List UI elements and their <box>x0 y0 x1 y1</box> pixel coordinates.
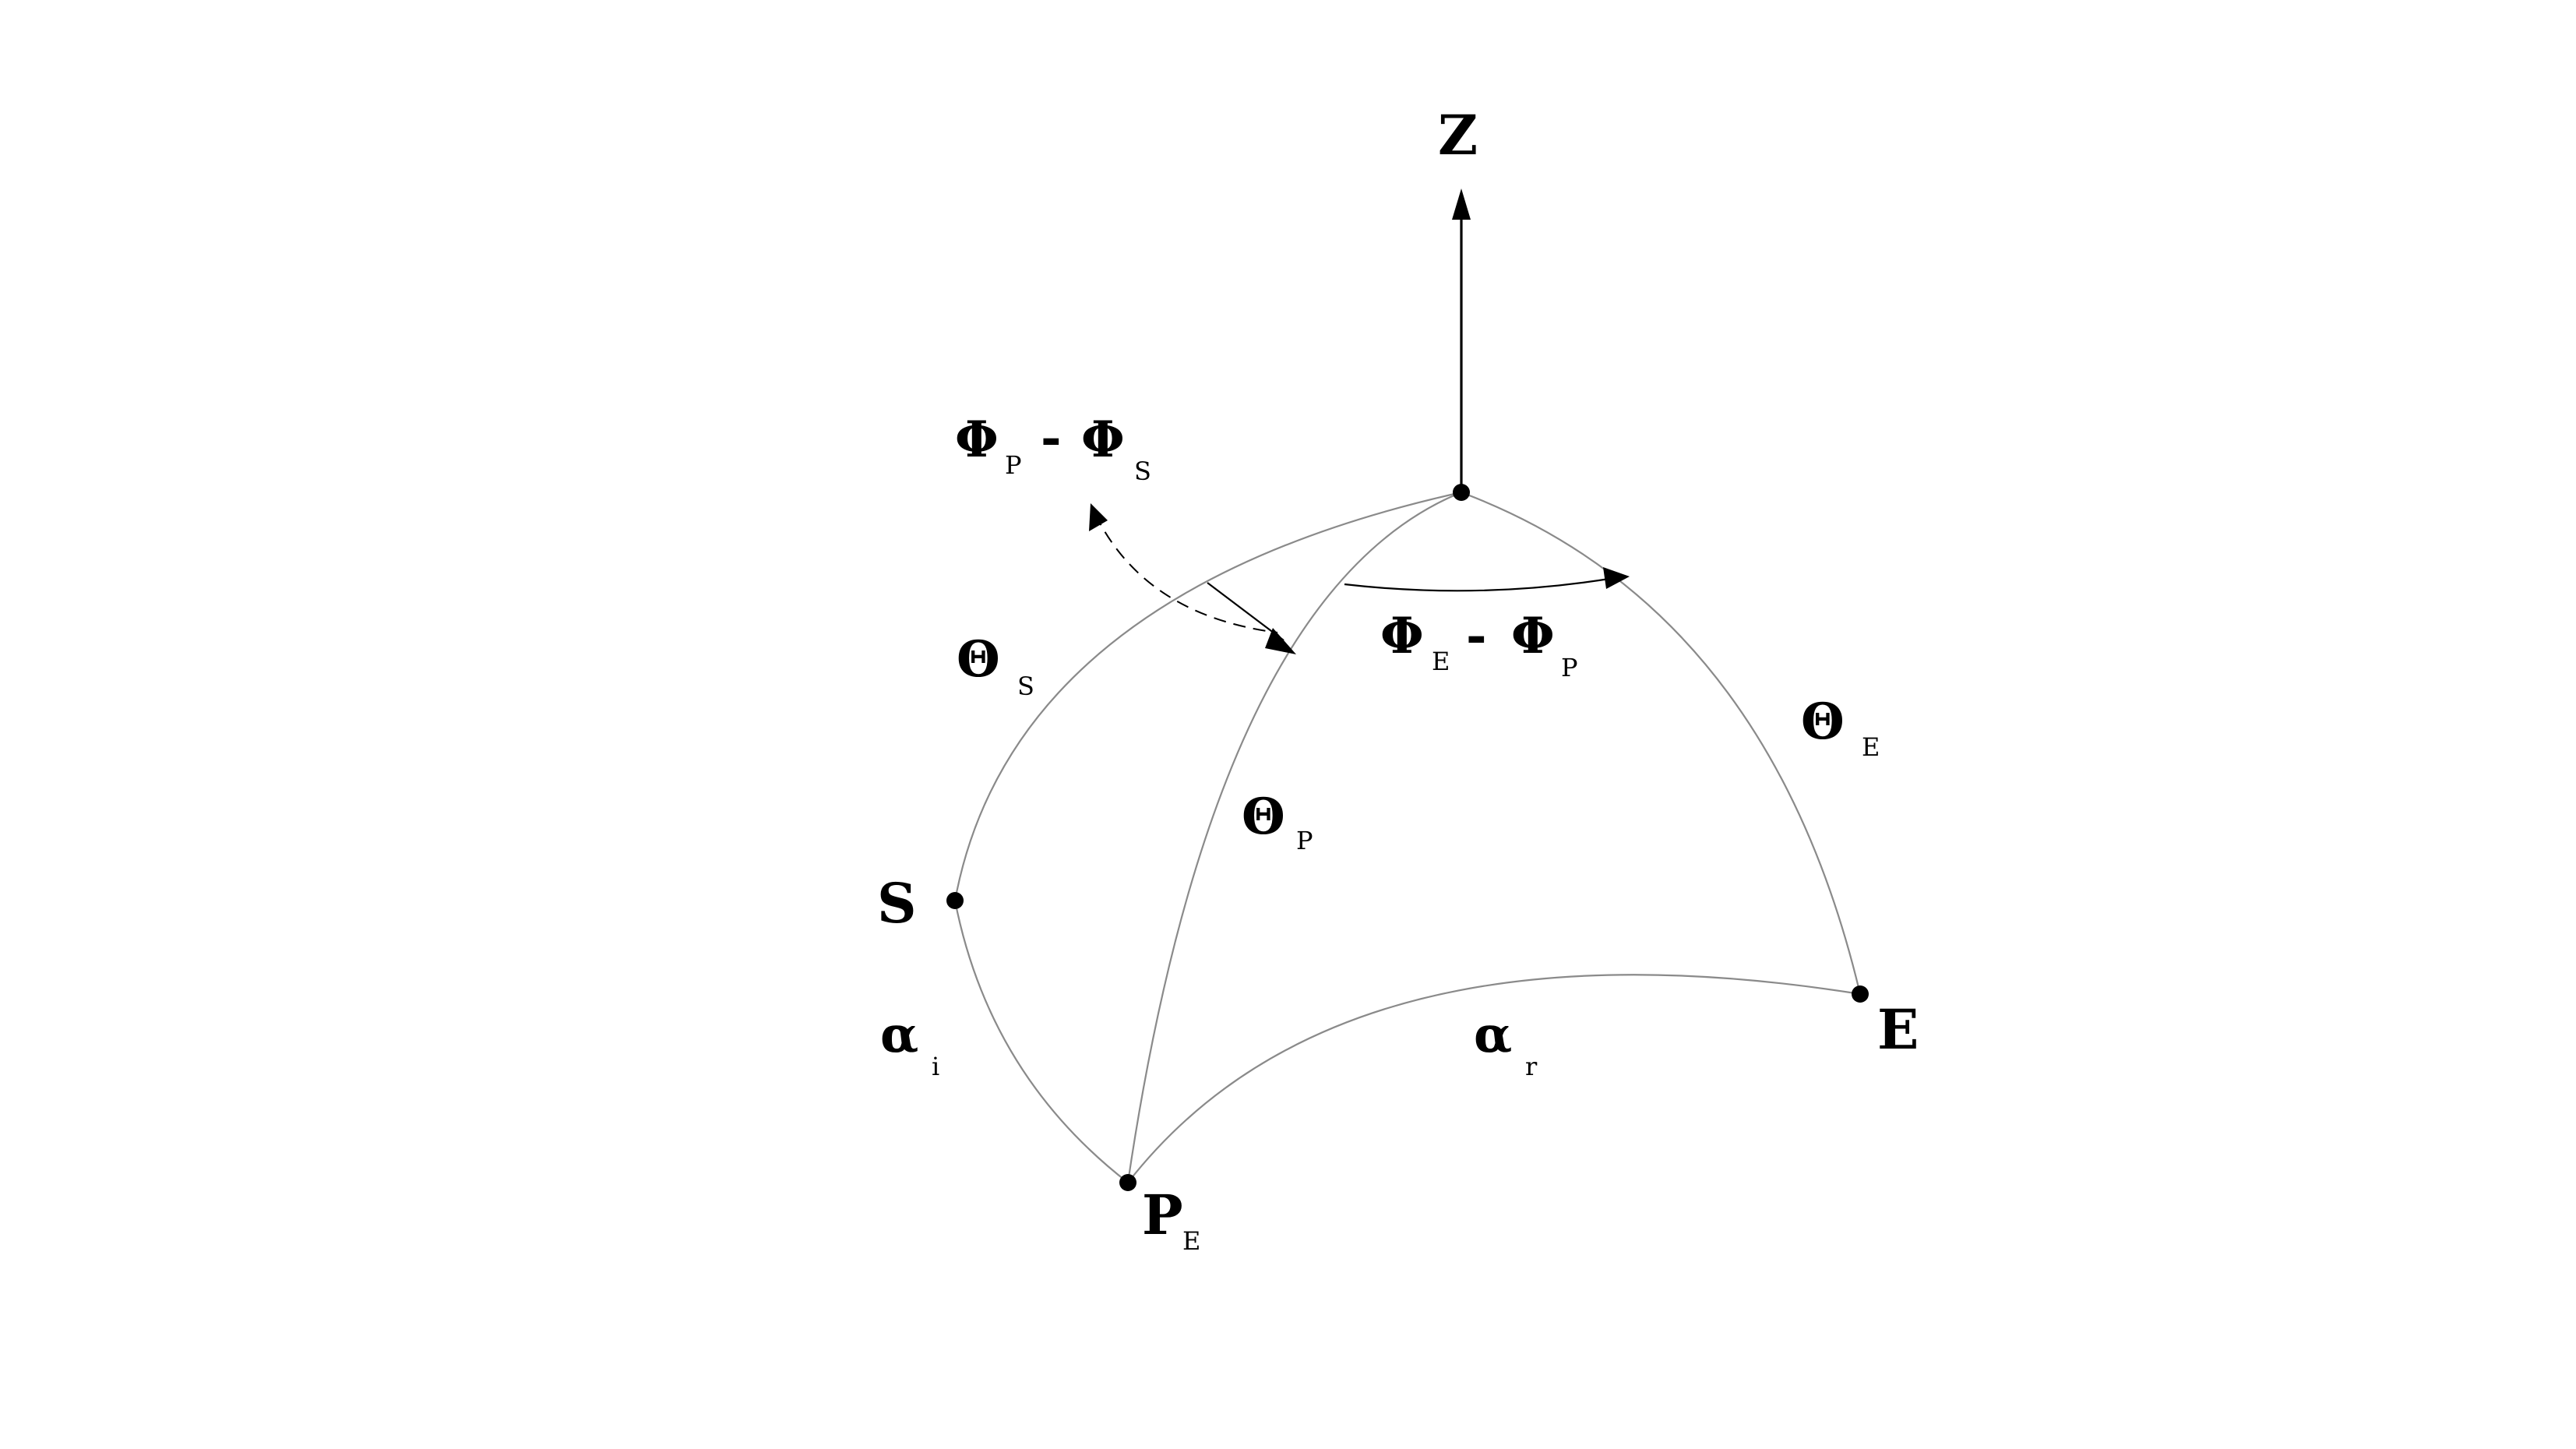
phi-s-symbol: Φ <box>1081 411 1125 469</box>
point-s-label: S <box>877 871 917 936</box>
azimuth-arc-arrowhead-bottom <box>1265 628 1296 654</box>
z-axis-label: Z <box>1438 103 1478 167</box>
azimuth-arc-arrowhead-e <box>1603 567 1630 589</box>
phi-ep-minus-sign: - <box>1466 607 1487 665</box>
theta-e-symbol: Θ <box>1801 693 1845 751</box>
vertex-s <box>946 892 964 909</box>
phi-e-subscript: E <box>1432 647 1450 676</box>
azimuth-tick-line <box>1207 582 1284 641</box>
azimuth-arc-phi-p-minus-phi-s <box>1094 513 1278 633</box>
point-e-label: E <box>1877 997 1919 1062</box>
arc-theta-s <box>953 491 1462 901</box>
point-pe-label: P <box>1142 1183 1183 1247</box>
alpha-r-subscript: r <box>1525 1052 1538 1081</box>
phi-e-symbol: Φ <box>1380 607 1424 665</box>
point-pe-subscript: E <box>1182 1226 1200 1256</box>
phi-p-symbol: Φ <box>955 411 999 469</box>
phi-p-subscript: P <box>1005 450 1022 480</box>
phi-p-second-symbol: Φ <box>1511 607 1555 665</box>
alpha-i-symbol: α <box>880 1006 918 1064</box>
azimuth-arc-phi-e-minus-phi-p <box>1344 576 1615 592</box>
azimuth-arc-arrowhead-top <box>1089 503 1108 531</box>
phi-s-subscript: S <box>1134 457 1151 486</box>
vertex-e <box>1852 985 1869 1003</box>
phi-p-second-subscript: P <box>1561 653 1578 682</box>
alpha-r-symbol: α <box>1474 1006 1512 1064</box>
arc-theta-p <box>1126 491 1462 1183</box>
arc-alpha-i <box>953 900 1129 1183</box>
theta-p-symbol: Θ <box>1242 788 1285 846</box>
theta-s-symbol: Θ <box>957 630 1000 689</box>
theta-e-subscript: E <box>1862 732 1880 762</box>
phi-ps-minus-sign: - <box>1041 409 1062 467</box>
theta-p-subscript: P <box>1296 826 1313 855</box>
vertex-pe <box>1119 1174 1136 1191</box>
z-axis-arrowhead <box>1452 189 1471 220</box>
alpha-i-subscript: i <box>932 1052 939 1081</box>
vertex-zenith <box>1453 484 1470 501</box>
arc-theta-e <box>1461 491 1862 995</box>
arc-alpha-r <box>1127 974 1861 1183</box>
theta-s-subscript: S <box>1017 672 1034 701</box>
